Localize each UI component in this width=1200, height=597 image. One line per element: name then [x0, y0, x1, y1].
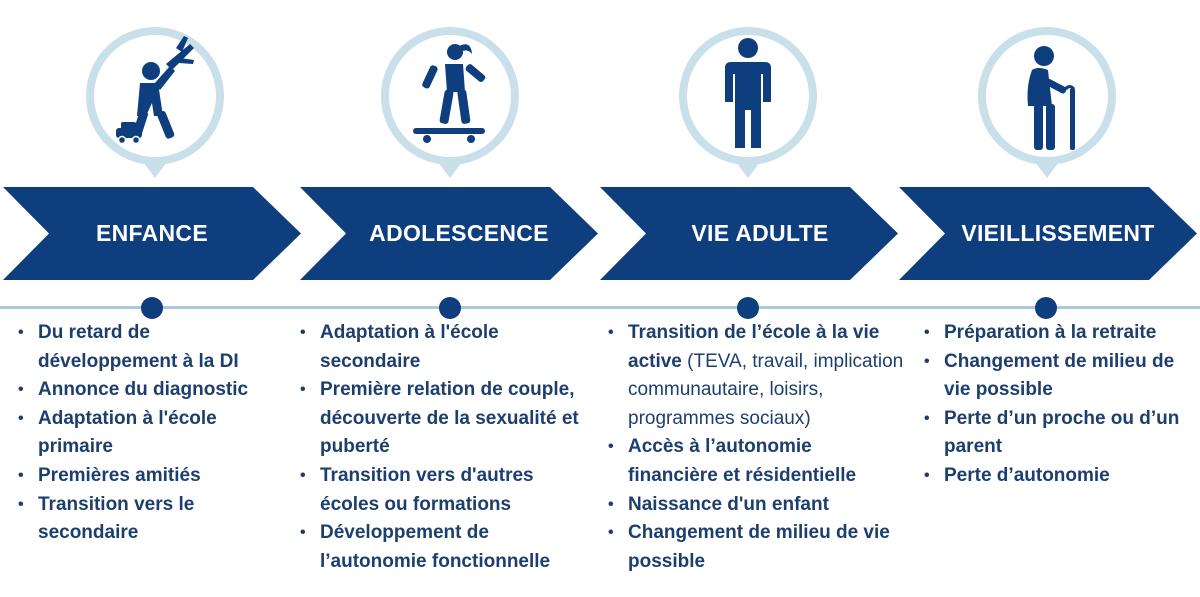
list-item: Annonce du diagnostic [16, 376, 288, 405]
stage-chevron-vie-adulte: VIE ADULTE [600, 187, 898, 280]
list-item: Changement de milieu de vie possible [606, 519, 904, 576]
list-item: Première relation de couple, découverte … [298, 376, 592, 462]
list-item: Naissance d'un enfant [606, 491, 904, 520]
vieillissement-bubble [972, 26, 1122, 186]
child-playing-with-airplane-icon [86, 27, 224, 178]
list-item: Du retard de développement à la DI [16, 319, 288, 376]
stage-title: ENFANCE [95, 220, 208, 246]
vie-adulte-bubble [673, 26, 823, 186]
timeline-dot-vie-adulte [737, 297, 759, 319]
list-item: Transition de l’école à la vie active (T… [606, 319, 904, 433]
list-item: Adaptation à l'école secondaire [298, 319, 592, 376]
list-item: Changement de milieu de vie possible [922, 348, 1194, 405]
timeline-dot-adolescence [439, 297, 461, 319]
stage-chevron-enfance: ENFANCE [3, 187, 301, 280]
stage-title: VIEILLISSEMENT [961, 220, 1155, 246]
list-item: Perte d’autonomie [922, 462, 1194, 491]
list-item: Transition vers le secondaire [16, 491, 288, 548]
vieillissement-list: Préparation à la retraite Changement de … [922, 319, 1194, 491]
list-item: Accès à l’autonomie financière et réside… [606, 433, 904, 490]
stage-chevron-vieillissement: VIEILLISSEMENT [899, 187, 1197, 280]
timeline-line [0, 306, 1200, 309]
list-item: Adaptation à l'école primaire [16, 405, 288, 462]
vie-adulte-list: Transition de l’école à la vie active (T… [606, 319, 904, 576]
timeline-dot-enfance [141, 297, 163, 319]
list-item: Préparation à la retraite [922, 319, 1194, 348]
list-item: Transition vers d'autres écoles ou forma… [298, 462, 592, 519]
elderly-person-with-cane-icon [978, 27, 1116, 178]
list-item: Perte d’un proche ou d’un parent [922, 405, 1194, 462]
stage-title: VIE ADULTE [691, 220, 829, 246]
stage-chevron-adolescence: ADOLESCENCE [300, 187, 598, 280]
adolescence-list: Adaptation à l'école secondaire Première… [298, 319, 592, 576]
enfance-list: Du retard de développement à la DI Annon… [16, 319, 288, 548]
stage-title: ADOLESCENCE [369, 220, 549, 246]
list-item: Premières amitiés [16, 462, 288, 491]
teen-on-skateboard-icon [381, 27, 519, 178]
adolescence-bubble [375, 26, 525, 186]
list-item: Développement de l’autonomie fonctionnel… [298, 519, 592, 576]
timeline-dot-vieillissement [1035, 297, 1057, 319]
standing-adult-icon [679, 27, 817, 178]
enfance-bubble [80, 26, 230, 186]
